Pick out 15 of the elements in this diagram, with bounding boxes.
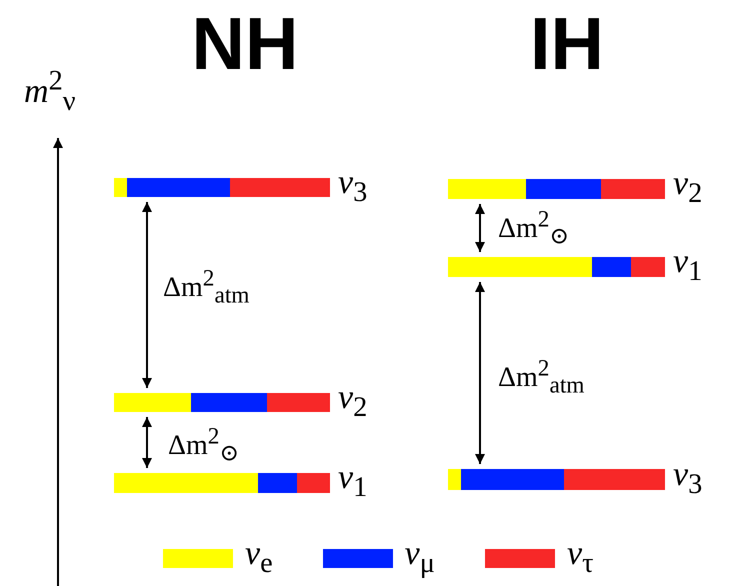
mass-state-label: ν$_{3}$: [338, 166, 368, 210]
mass-state-label: ν$_{2}$: [673, 167, 702, 211]
mass-state-label: ν$_{3}$: [673, 458, 702, 502]
hierarchy-title: IH: [529, 4, 605, 84]
double-arrow: [142, 417, 152, 468]
mass-state-label: ν$_{1}$: [338, 461, 368, 505]
mass-state-label: ν$_{2}$: [338, 380, 368, 424]
hierarchy-title: NH: [190, 4, 300, 84]
double-arrow: [475, 204, 485, 252]
legend-label: ν$_{τ}$: [566, 534, 594, 581]
mass-state-label: ν$_{1}$: [673, 245, 702, 289]
double-arrow: [142, 202, 152, 388]
double-arrow: [475, 282, 485, 464]
legend-label: ν$_{e}$: [245, 534, 273, 581]
legend-label: ν$_{μ}$: [404, 534, 435, 581]
